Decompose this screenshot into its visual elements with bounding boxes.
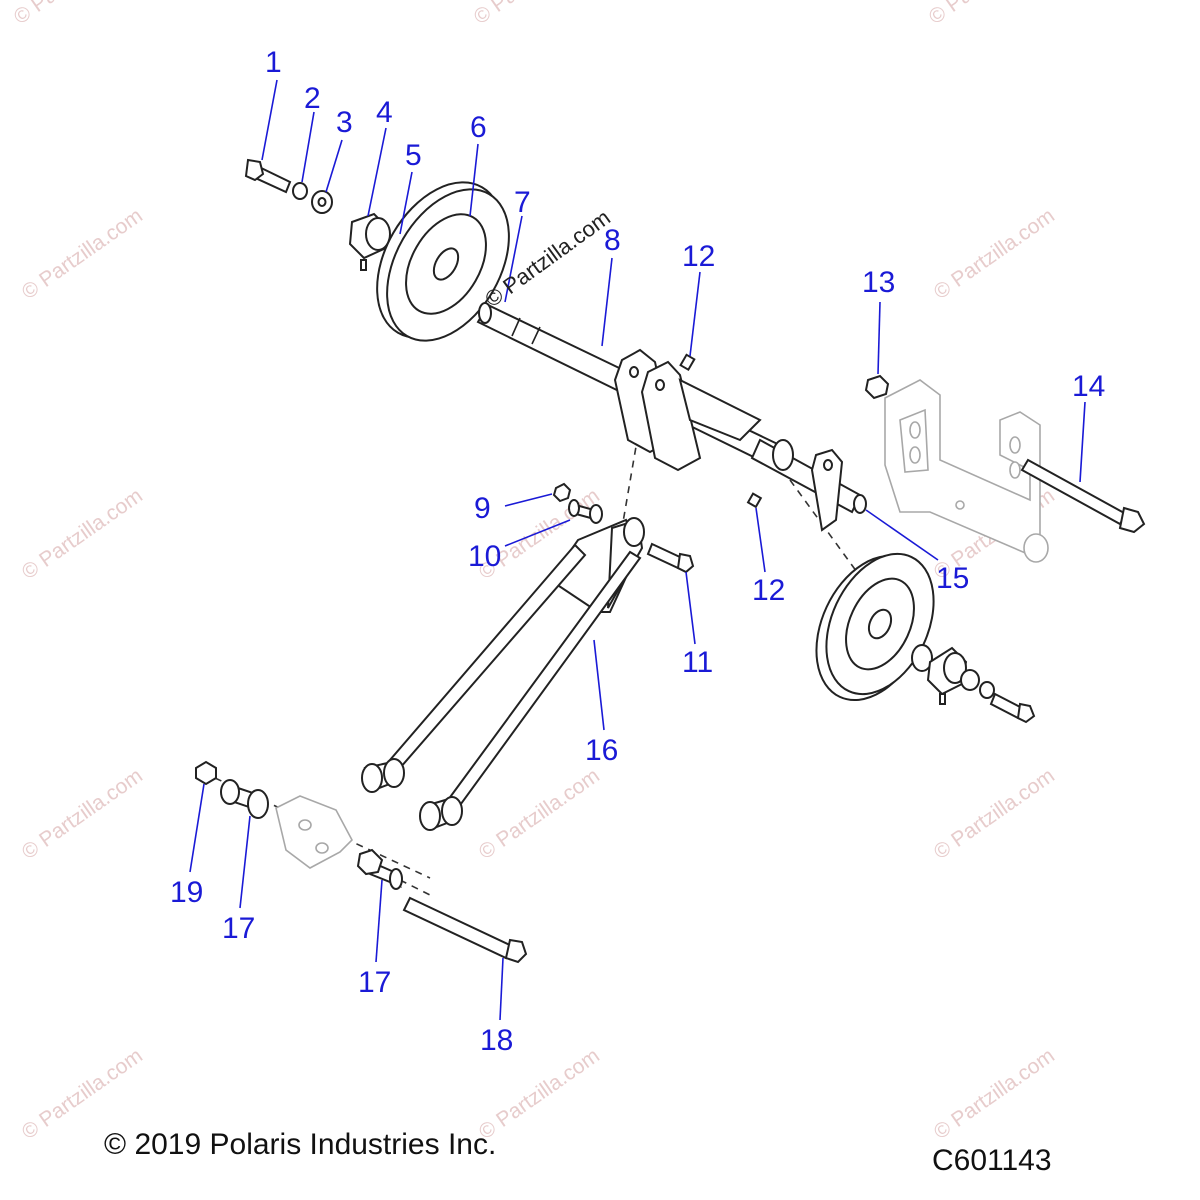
bolt-right [989, 692, 1036, 724]
watermark: © Partzilla.com [18, 764, 147, 864]
callout-12-top: 12 [682, 240, 715, 273]
callout-14: 14 [1072, 370, 1105, 403]
washer-right [960, 669, 980, 691]
callout-1: 1 [265, 46, 282, 79]
o-ring-right [911, 644, 933, 672]
pivot-bracket-ghost [275, 795, 353, 869]
nut-13 [864, 374, 890, 400]
bolt-11 [646, 542, 695, 574]
washer-3 [311, 190, 333, 214]
nut-19 [195, 760, 217, 786]
nut-9 [552, 482, 572, 503]
bushing-17-right [356, 848, 403, 890]
lock-washer-2 [292, 182, 308, 200]
callout-9: 9 [474, 492, 491, 525]
callout-8: 8 [604, 224, 621, 257]
rear-bracket-ghost [884, 379, 1049, 563]
callout-19: 19 [170, 876, 203, 909]
watermark: © Partzilla.com [10, 0, 139, 29]
bushing-17-left [220, 779, 269, 819]
leader-lines [189, 79, 1086, 1021]
idler-wheel-right [815, 552, 935, 702]
bolt-1 [244, 158, 292, 194]
callout-11: 11 [682, 646, 713, 679]
watermark: © Partzilla.com [470, 0, 599, 29]
watermark: © Partzilla.com [18, 484, 147, 584]
callout-15: 15 [936, 562, 969, 595]
callout-6: 6 [470, 111, 487, 144]
callout-4: 4 [376, 96, 393, 129]
bolt-18 [402, 896, 528, 964]
hub-spacer-right [926, 646, 968, 705]
watermark: © Partzilla.com [930, 204, 1059, 304]
watermark: © Partzilla.com [475, 764, 604, 864]
watermark: © Partzilla.com [18, 204, 147, 304]
axle-end-15 [750, 438, 867, 532]
lock-washer-right [979, 681, 995, 699]
copyright-text: © 2019 Polaris Industries Inc. [104, 1128, 497, 1161]
callout-3: 3 [336, 106, 353, 139]
watermark: © Partzilla.com [930, 1044, 1059, 1144]
callout-5: 5 [405, 139, 422, 172]
callout-17-left: 17 [222, 912, 255, 945]
callout-2: 2 [304, 82, 321, 115]
grease-fitting-12-top [679, 353, 696, 372]
callout-13: 13 [862, 266, 895, 299]
idler-wheel-6 [376, 181, 510, 342]
callout-18: 18 [480, 1024, 513, 1057]
drawing-number: C601143 [932, 1144, 1052, 1177]
callouts: 1 2 3 4 5 6 7 8 9 10 11 12 12 13 14 15 1… [170, 46, 1105, 1057]
axle-bracket-plates [613, 348, 762, 472]
grease-fitting-12-bottom [746, 492, 763, 509]
suspension-arm-16 [361, 517, 645, 831]
spacer-10 [568, 499, 603, 524]
watermark: © Partzilla.com [930, 764, 1059, 864]
callout-16: 16 [585, 734, 618, 767]
callout-7: 7 [514, 186, 531, 219]
callout-17-right: 17 [358, 966, 391, 999]
long-bolt-14 [1020, 458, 1146, 534]
watermark: © Partzilla.com [925, 0, 1054, 29]
callout-12-bottom: 12 [752, 574, 785, 607]
callout-10: 10 [468, 540, 501, 573]
